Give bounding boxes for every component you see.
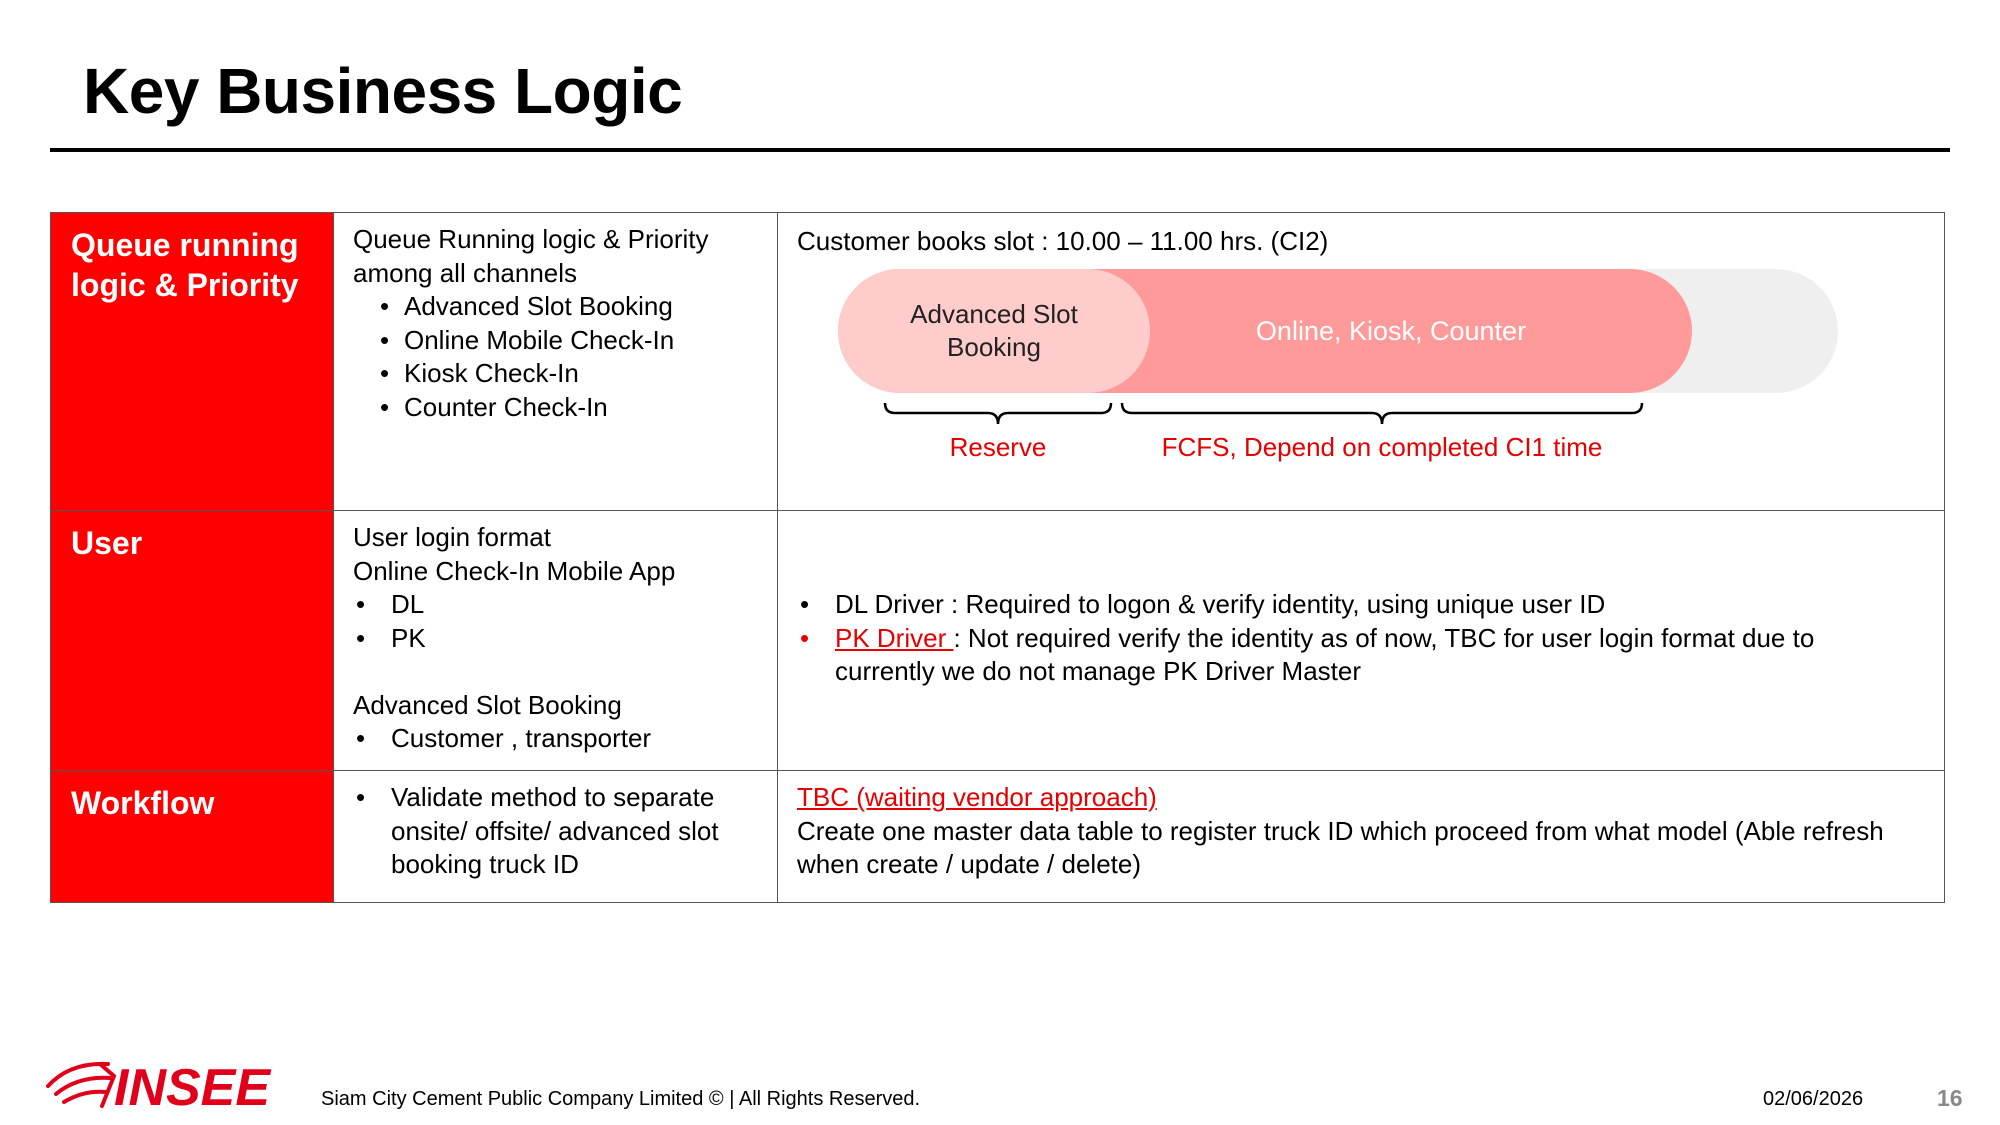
list-item: DL Driver : Required to logon & verify i…: [797, 588, 1904, 622]
list-item: Kiosk Check-In: [353, 357, 763, 391]
list-item: Online Mobile Check-In: [353, 324, 763, 358]
workflow-list: Validate method to separate onsite/ offs…: [353, 781, 763, 882]
user-header: User: [71, 525, 143, 561]
row-user: User User login format Online Check-In M…: [50, 510, 1945, 771]
list-item: PK: [353, 622, 763, 656]
app-user-list: DL PK: [353, 588, 763, 655]
list-item: Counter Check-In: [353, 391, 763, 425]
list-item: Validate method to separate onsite/ offs…: [353, 781, 763, 882]
queue-description-cell: Queue Running logic & Priority among all…: [333, 212, 778, 511]
reserve-label: Reserve: [949, 432, 1047, 462]
row-workflow: Workflow Validate method to separate ons…: [50, 770, 1945, 903]
brace-graphic: [883, 402, 1644, 425]
channel-list: Advanced Slot Booking Online Mobile Chec…: [353, 290, 763, 424]
row-queue: Queue running logic & Priority Queue Run…: [50, 212, 1945, 511]
workflow-detail-cell: TBC (waiting vendor approach) Create one…: [777, 770, 1945, 903]
user-adv-title: Advanced Slot Booking: [353, 689, 622, 720]
pk-driver-detail: : Not required verify the identity as of…: [835, 622, 1815, 687]
user-description-cell: User login format Online Check-In Mobile…: [333, 510, 778, 771]
queue-header: Queue running logic & Priority: [71, 227, 299, 303]
workflow-header: Workflow: [71, 785, 215, 821]
insee-logo: INSEE: [46, 1059, 271, 1112]
advanced-slot-pill: Advanced Slot Booking: [838, 269, 1150, 393]
user-header-cell: User: [50, 510, 334, 771]
queue-diagram: Customer books slot : 10.00 – 11.00 hrs.…: [778, 213, 1944, 510]
workflow-detail: Create one master data table to register…: [797, 815, 1884, 880]
pk-driver-link[interactable]: PK Driver: [835, 622, 954, 653]
fcfs-label: FCFS, Depend on completed CI1 time: [1161, 432, 1603, 462]
queue-subtitle: Queue Running logic & Priority among all…: [353, 224, 709, 288]
tbc-link[interactable]: TBC (waiting vendor approach): [797, 782, 1157, 812]
workflow-header-cell: Workflow: [50, 770, 334, 903]
user-detail-cell: DL Driver : Required to logon & verify i…: [777, 510, 1945, 771]
queue-diagram-cell: Customer books slot : 10.00 – 11.00 hrs.…: [777, 212, 1945, 511]
eagle-icon: [46, 1061, 117, 1108]
list-item: Customer , transporter: [353, 722, 763, 756]
logo-wordmark: INSEE: [114, 1059, 271, 1112]
page-number: 16: [1937, 1085, 1963, 1111]
adv-user-list: Customer , transporter: [353, 722, 763, 756]
fcfs-brace: [1120, 402, 1644, 425]
list-item: Advanced Slot Booking: [353, 290, 763, 324]
workflow-description-cell: Validate method to separate onsite/ offs…: [333, 770, 778, 903]
reserve-brace: [883, 402, 1113, 425]
advanced-slot-label: Advanced Slot Booking: [910, 299, 1078, 362]
list-item: DL: [353, 588, 763, 622]
footer-date: 02/06/2026: [1763, 1088, 1864, 1110]
business-logic-table: Queue running logic & Priority Queue Run…: [50, 212, 1945, 903]
user-app-title: Online Check-In Mobile App: [353, 555, 676, 586]
copyright-text: Siam City Cement Public Company Limited …: [321, 1088, 921, 1110]
diagram-caption: Customer books slot : 10.00 – 11.00 hrs.…: [797, 226, 1329, 256]
title-divider: [50, 148, 1950, 152]
main-channels-label: Online, Kiosk, Counter: [1255, 315, 1527, 346]
user-login-format: User login format: [353, 522, 551, 552]
list-item: PK Driver : Not required verify the iden…: [797, 622, 1904, 689]
queue-header-cell: Queue running logic & Priority: [50, 212, 334, 511]
user-detail-list: DL Driver : Required to logon & verify i…: [797, 588, 1904, 689]
page-title: Key Business Logic: [83, 55, 683, 127]
